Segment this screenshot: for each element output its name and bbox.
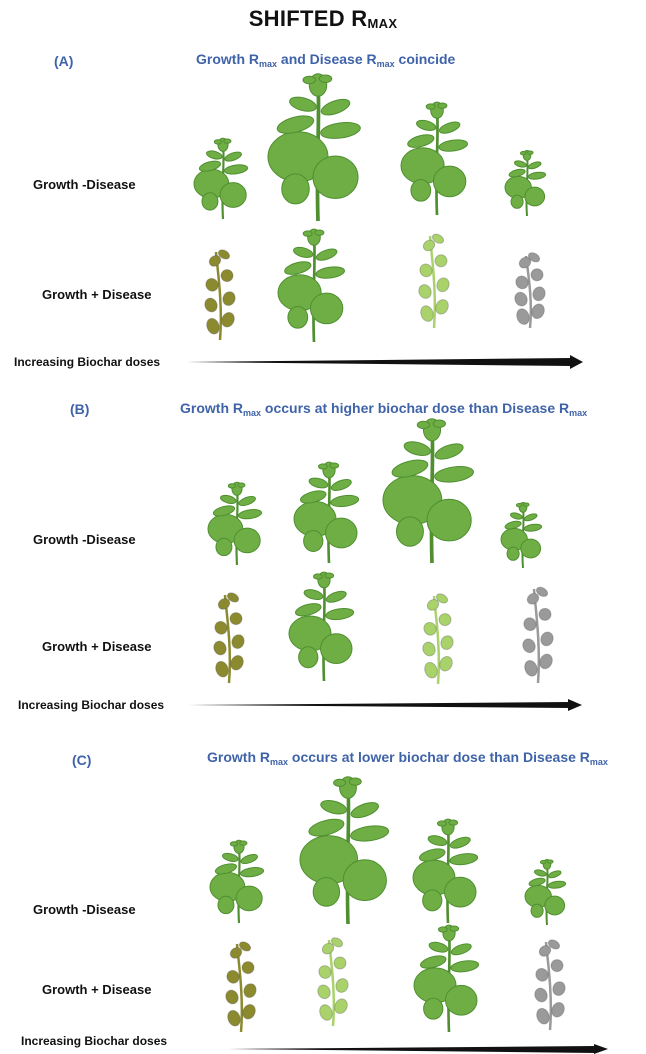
plant-a-d-4 xyxy=(513,251,547,328)
plant-a-nd-3 xyxy=(401,102,468,215)
plant-a-nd-2 xyxy=(268,74,361,221)
plant-a-d-2 xyxy=(278,229,345,342)
plant-c-d-3 xyxy=(414,925,479,1032)
plant-b-d-2 xyxy=(289,572,354,681)
plant-a-nd-4 xyxy=(505,150,546,216)
plant-c-d-4 xyxy=(533,938,567,1030)
plant-b-d-1 xyxy=(212,591,246,683)
plant-a-d-1 xyxy=(203,248,237,340)
plant-b-nd-3 xyxy=(383,419,474,563)
plant-b-d-3 xyxy=(421,592,455,684)
plant-b-nd-1 xyxy=(208,482,262,565)
plant-c-nd-4 xyxy=(525,859,566,925)
dose-arrow-b xyxy=(188,699,582,711)
plant-b-d-4 xyxy=(521,585,555,683)
dose-arrow-c xyxy=(228,1044,608,1054)
plant-c-d-2 xyxy=(316,936,350,1026)
dose-arrow-a xyxy=(187,355,583,369)
plant-b-nd-2 xyxy=(294,462,359,563)
plant-a-nd-1 xyxy=(194,138,248,219)
plant-b-nd-4 xyxy=(501,502,542,568)
plant-c-d-1 xyxy=(224,940,258,1032)
plant-c-nd-3 xyxy=(413,819,478,923)
plant-c-nd-2 xyxy=(300,777,390,924)
plant-c-nd-1 xyxy=(210,840,264,923)
plant-a-d-3 xyxy=(417,232,451,328)
